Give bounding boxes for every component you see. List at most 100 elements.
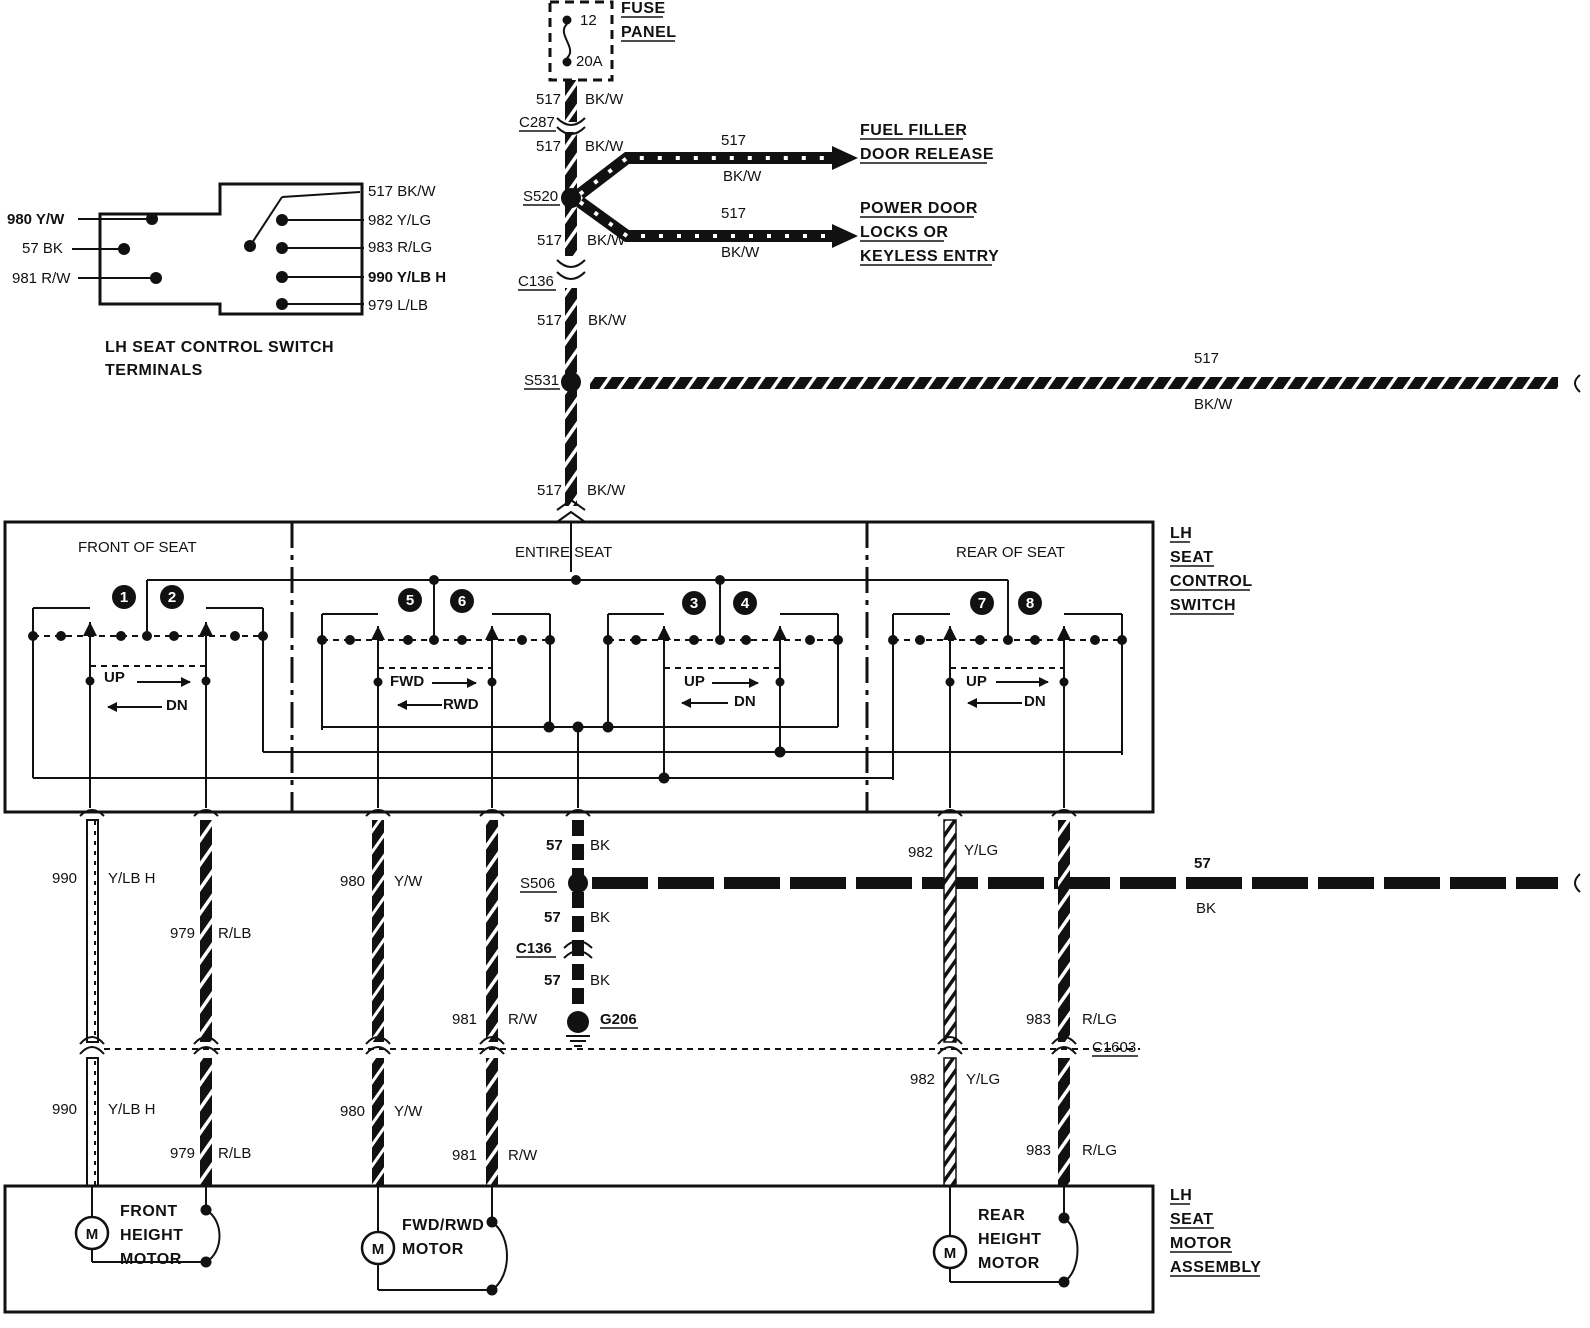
power-door-label-3: KEYLESS ENTRY — [860, 248, 999, 265]
ground-g206-label: G206 — [600, 1011, 637, 1028]
contact-6: 6 — [458, 593, 466, 610]
branch-fuel-filler — [576, 146, 858, 199]
feed-circuit-1: 517 — [536, 91, 561, 108]
terminal-right-2: 982 Y/LG — [368, 212, 431, 229]
w982-color-top: Y/LG — [964, 842, 998, 859]
switch-contact-numbers: 1 2 5 6 3 4 7 8 — [112, 585, 1042, 615]
fuse-panel-label-2: PANEL — [621, 24, 677, 41]
switch-title-1: LH — [1170, 525, 1192, 542]
motor-assembly-title-4: ASSEMBLY — [1170, 1259, 1261, 1276]
w982-circuit-top: 982 — [908, 844, 933, 861]
switch-title-3: CONTROL — [1170, 573, 1253, 590]
middle-dn-label: DN — [734, 693, 756, 710]
splice-s531 — [561, 372, 581, 392]
middle-up-label: UP — [684, 673, 705, 690]
contact-2-badge — [160, 585, 184, 609]
connector-c136-bottom-label: C136 — [516, 940, 552, 957]
splice-s520 — [561, 188, 581, 208]
w983-color-bottom: R/LG — [1082, 1142, 1117, 1159]
w57-circuit-1: 57 — [546, 837, 563, 854]
switch-title-2: SEAT — [1170, 549, 1213, 566]
s531-branch-color: BK/W — [1194, 396, 1233, 413]
splice-s531-label: S531 — [524, 372, 559, 389]
front-motor-label-2: HEIGHT — [120, 1227, 183, 1244]
terminal-left-1: 980 Y/W — [7, 211, 65, 228]
w983-circuit-bottom: 983 — [1026, 1142, 1051, 1159]
feed-color-2: BK/W — [585, 138, 624, 155]
w980-color-bottom: Y/W — [394, 1103, 423, 1120]
fuel-filler-label-2: DOOR RELEASE — [860, 146, 994, 163]
w979-circuit-bottom: 979 — [170, 1145, 195, 1162]
front-motor-label-3: MOTOR — [120, 1251, 182, 1268]
fuse-icon — [562, 23, 572, 59]
rear-up-label: UP — [966, 673, 987, 690]
terminal-right-5: 979 L/LB — [368, 297, 428, 314]
w979-circuit-top: 979 — [170, 925, 195, 942]
w980-color-top: Y/W — [394, 873, 423, 890]
feed-circuit-4: 517 — [537, 312, 562, 329]
contact-3-badge — [682, 591, 706, 615]
connector-c1603-label: C1603 — [1092, 1039, 1136, 1056]
w982-color-bottom: Y/LG — [966, 1071, 1000, 1088]
w57-circuit-2: 57 — [544, 909, 561, 926]
door-branch-color: BK/W — [721, 244, 760, 261]
w981-circuit-top: 981 — [452, 1011, 477, 1028]
feed-color-1: BK/W — [585, 91, 624, 108]
terminals-title-1: LH SEAT CONTROL SWITCH — [105, 339, 334, 356]
contact-3: 3 — [690, 595, 698, 612]
branch-s531 — [590, 374, 1581, 393]
main-feed-wire — [556, 80, 586, 572]
branch-power-door — [576, 197, 858, 248]
w990-circuit-bottom: 990 — [52, 1101, 77, 1118]
splice-s506-label: S506 — [520, 875, 555, 892]
feed-circuit-3: 517 — [537, 232, 562, 249]
ground-g206-symbol — [567, 1011, 589, 1033]
switch-title-4: SWITCH — [1170, 597, 1236, 614]
wire-990 — [79, 809, 105, 1187]
contact-4: 4 — [741, 595, 750, 612]
connector-c287-symbol — [556, 117, 586, 126]
feed-circuit-2: 517 — [536, 138, 561, 155]
splice-s520-label: S520 — [523, 188, 558, 205]
terminals-diagram — [72, 182, 364, 316]
w979-color-bottom: R/LB — [218, 1145, 251, 1162]
contact-7-badge — [970, 591, 994, 615]
motor-assembly-title-3: MOTOR — [1170, 1235, 1232, 1252]
w990-color-bottom: Y/LB H — [108, 1101, 156, 1118]
section-entire-seat: ENTIRE SEAT — [515, 544, 612, 561]
fwdrwd-motor-label-1: FWD/RWD — [402, 1217, 484, 1234]
s531-branch-circuit: 517 — [1194, 350, 1219, 367]
terminals-title-2: TERMINALS — [105, 362, 203, 379]
w980-circuit-bottom: 980 — [340, 1103, 365, 1120]
contact-8: 8 — [1026, 595, 1034, 612]
door-branch-circuit: 517 — [721, 205, 746, 222]
seat-control-switch — [3, 520, 1155, 814]
s506-branch-color: BK — [1196, 900, 1216, 917]
wire-981 — [479, 809, 505, 1186]
contact-4-badge — [733, 591, 757, 615]
entire-fwd-label: FWD — [390, 673, 424, 690]
contact-1-badge — [112, 585, 136, 609]
connector-c287-label: C287 — [519, 114, 555, 131]
fwdrwd-motor-symbol: M — [372, 1241, 385, 1258]
fuel-branch-color: BK/W — [723, 168, 762, 185]
feed-color-4: BK/W — [588, 312, 627, 329]
contact-5-badge — [398, 588, 422, 612]
front-dn-label: DN — [166, 697, 188, 714]
wire-983 — [1051, 809, 1077, 1186]
rear-dn-label: DN — [1024, 693, 1046, 710]
fuse-panel: 12 20A FUSE PANEL — [548, 0, 677, 82]
feed-color-3: BK/W — [587, 232, 626, 249]
fuel-branch-circuit: 517 — [721, 132, 746, 149]
contact-7: 7 — [978, 595, 986, 612]
contact-5: 5 — [406, 592, 414, 609]
motor-assembly-title-2: SEAT — [1170, 1211, 1213, 1228]
feed-circuit-5: 517 — [537, 482, 562, 499]
rear-motor-symbol: M — [944, 1245, 957, 1262]
w979-color-top: R/LB — [218, 925, 251, 942]
front-motor-symbol: M — [86, 1226, 99, 1243]
terminal-left-2: 57 BK — [22, 240, 63, 257]
connector-c136-top-label: C136 — [518, 273, 554, 290]
w57-color-1: BK — [590, 837, 610, 854]
